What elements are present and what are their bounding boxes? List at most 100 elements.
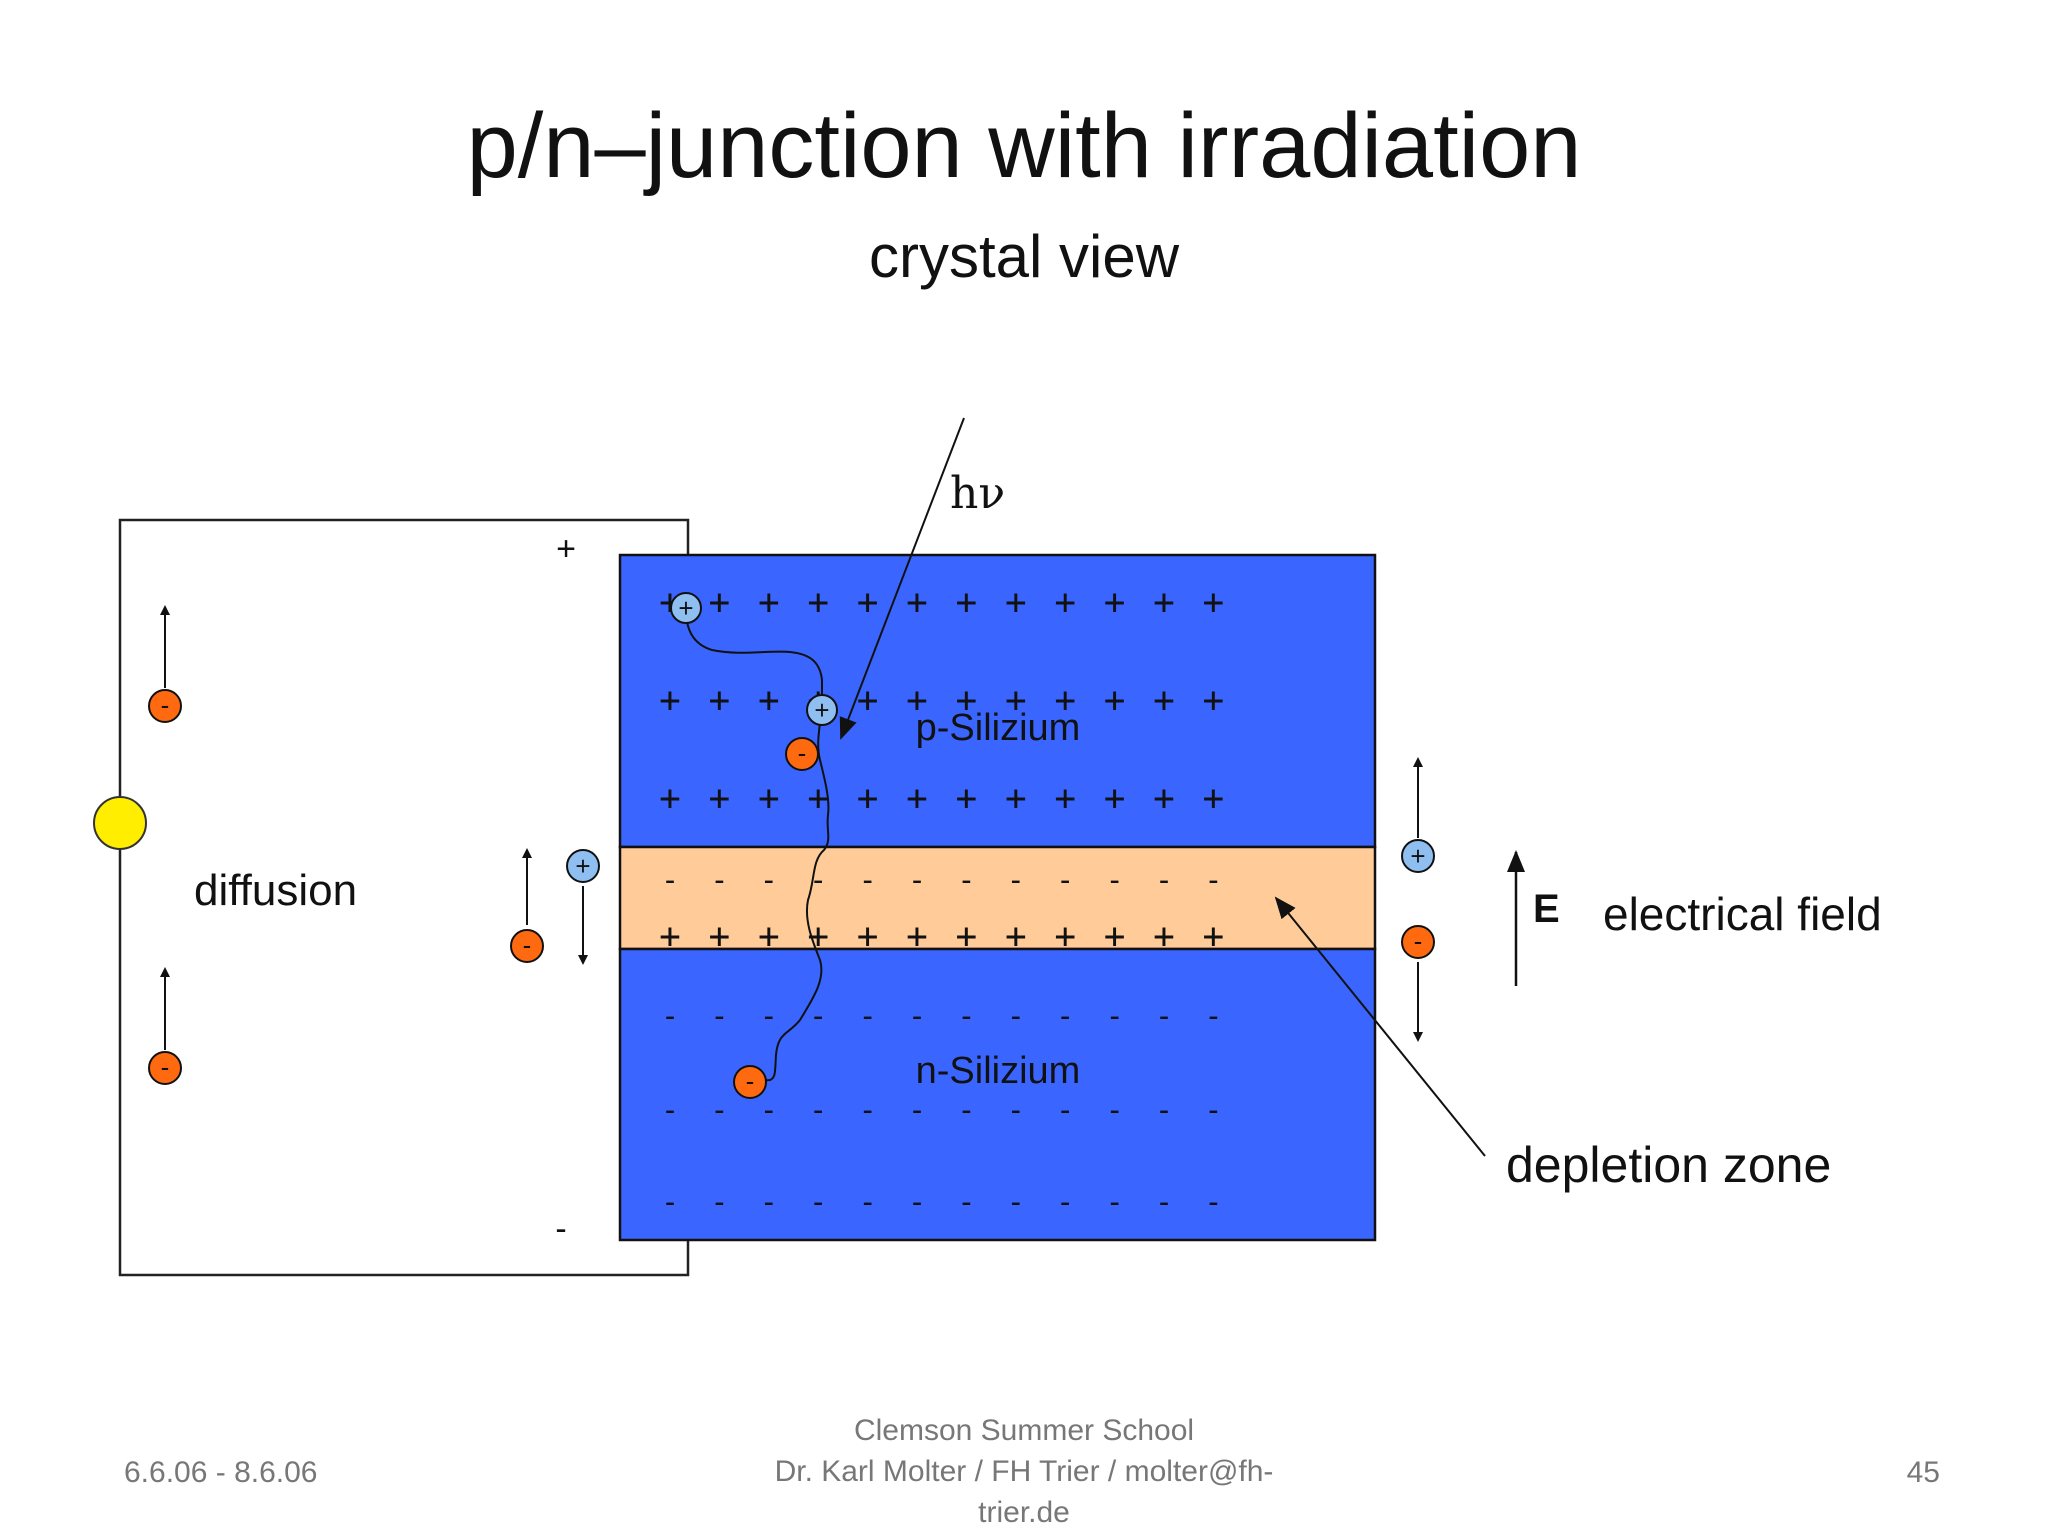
fixed-positive-charge: + <box>1054 778 1076 819</box>
field-symbol: E <box>1533 887 1560 931</box>
fixed-positive-charge: + <box>857 916 879 957</box>
terminal-plus: + <box>556 530 576 568</box>
fixed-negative-charge: - <box>1155 999 1173 1034</box>
fixed-negative-charge: - <box>1106 999 1124 1034</box>
fixed-negative-charge: - <box>661 1185 679 1220</box>
fixed-negative-charge: - <box>1155 863 1173 898</box>
fixed-negative-charge: - <box>859 999 877 1034</box>
fixed-negative-charge: - <box>1204 1093 1222 1128</box>
fixed-positive-charge: + <box>906 778 928 819</box>
fixed-negative-charge: - <box>908 863 926 898</box>
electron-carrier: - <box>785 737 819 771</box>
fixed-positive-charge: + <box>1104 916 1126 957</box>
lamp-icon <box>93 796 147 850</box>
footer-credit: Clemson Summer School Dr. Karl Molter / … <box>700 1410 1348 1533</box>
fixed-negative-charge: - <box>957 999 975 1034</box>
fixed-negative-charge: - <box>809 1093 827 1128</box>
electron-carrier: - <box>148 689 182 723</box>
fixed-positive-charge: + <box>1054 916 1076 957</box>
fixed-negative-charge: - <box>710 863 728 898</box>
hole-carrier: + <box>670 592 702 624</box>
fixed-positive-charge: + <box>1203 680 1225 721</box>
fixed-positive-charge: + <box>758 778 780 819</box>
fixed-negative-charge: - <box>809 999 827 1034</box>
p-region-label: p-Silizium <box>916 707 1081 749</box>
svg-text:+: + <box>814 695 829 725</box>
fixed-negative-charge: - <box>710 1093 728 1128</box>
fixed-negative-charge: - <box>1106 1093 1124 1128</box>
hole-carrier: + <box>806 694 838 726</box>
electron-carrier: - <box>148 1051 182 1085</box>
fixed-negative-charge: - <box>760 1185 778 1220</box>
fixed-negative-charge: - <box>1056 999 1074 1034</box>
n-region <box>618 947 1377 1242</box>
hole-carrier: + <box>1401 839 1435 873</box>
fixed-positive-charge: + <box>857 582 879 623</box>
svg-text:-: - <box>746 1066 755 1096</box>
fixed-positive-charge: + <box>807 582 829 623</box>
fixed-positive-charge: + <box>1054 680 1076 721</box>
footer-event: Clemson Summer School <box>853 1414 1195 1447</box>
fixed-negative-charge: - <box>859 1185 877 1220</box>
fixed-negative-charge: - <box>908 999 926 1034</box>
terminal-minus: - <box>555 1210 566 1248</box>
fixed-positive-charge: + <box>857 778 879 819</box>
fixed-positive-charge: + <box>659 680 681 721</box>
fixed-positive-charge: + <box>1005 582 1027 623</box>
fixed-positive-charge: + <box>956 916 978 957</box>
fixed-positive-charge: + <box>1005 778 1027 819</box>
slide-title: p/n–junction with irradiation <box>466 95 1582 197</box>
fixed-negative-charge: - <box>908 1093 926 1128</box>
svg-text:-: - <box>161 690 170 720</box>
fixed-positive-charge: + <box>758 916 780 957</box>
fixed-positive-charge: + <box>1005 916 1027 957</box>
fixed-positive-charge: + <box>1153 582 1175 623</box>
fixed-negative-charge: - <box>859 1093 877 1128</box>
fixed-negative-charge: - <box>1106 1185 1124 1220</box>
circuit-wire <box>118 518 690 1277</box>
fixed-negative-charge: - <box>1056 1185 1074 1220</box>
electron-carrier: - <box>510 929 544 963</box>
n-region-label: n-Silizium <box>916 1050 1081 1092</box>
fixed-negative-charge: - <box>1106 863 1124 898</box>
fixed-positive-charge: + <box>906 916 928 957</box>
fixed-negative-charge: - <box>1155 1185 1173 1220</box>
svg-text:+: + <box>1410 841 1425 871</box>
slide-subtitle: crystal view <box>868 223 1180 290</box>
footer-date: 6.6.06 - 8.6.06 <box>124 1456 318 1489</box>
hole-carrier: + <box>566 849 600 883</box>
fixed-negative-charge: - <box>1007 1185 1025 1220</box>
fixed-positive-charge: + <box>709 916 731 957</box>
fixed-negative-charge: - <box>760 1093 778 1128</box>
fixed-negative-charge: - <box>809 1185 827 1220</box>
fixed-negative-charge: - <box>1056 863 1074 898</box>
fixed-positive-charge: + <box>1203 778 1225 819</box>
depletion-zone <box>618 845 1377 951</box>
fixed-negative-charge: - <box>1007 863 1025 898</box>
fixed-negative-charge: - <box>1007 999 1025 1034</box>
carrier-path <box>685 609 830 1083</box>
fixed-negative-charge: - <box>1007 1093 1025 1128</box>
fixed-negative-charge: - <box>661 863 679 898</box>
electron-carrier: - <box>733 1065 767 1099</box>
fixed-positive-charge: + <box>1203 916 1225 957</box>
fixed-negative-charge: - <box>859 863 877 898</box>
fixed-positive-charge: + <box>1104 582 1126 623</box>
electron-carrier: - <box>1401 925 1435 959</box>
footer-author: Dr. Karl Molter / FH Trier / molter@fh- <box>774 1455 1274 1488</box>
photon-label: hν <box>950 468 1005 519</box>
fixed-positive-charge: + <box>1203 582 1225 623</box>
fixed-negative-charge: - <box>957 1185 975 1220</box>
fixed-positive-charge: + <box>758 680 780 721</box>
svg-text:+: + <box>575 851 590 881</box>
fixed-positive-charge: + <box>709 680 731 721</box>
svg-text:-: - <box>523 930 532 960</box>
fixed-negative-charge: - <box>1204 999 1222 1034</box>
page-number: 45 <box>1906 1456 1940 1489</box>
fixed-positive-charge: + <box>659 916 681 957</box>
fixed-positive-charge: + <box>956 582 978 623</box>
fixed-positive-charge: + <box>807 916 829 957</box>
diffusion-label: diffusion <box>194 866 357 915</box>
fixed-negative-charge: - <box>957 863 975 898</box>
